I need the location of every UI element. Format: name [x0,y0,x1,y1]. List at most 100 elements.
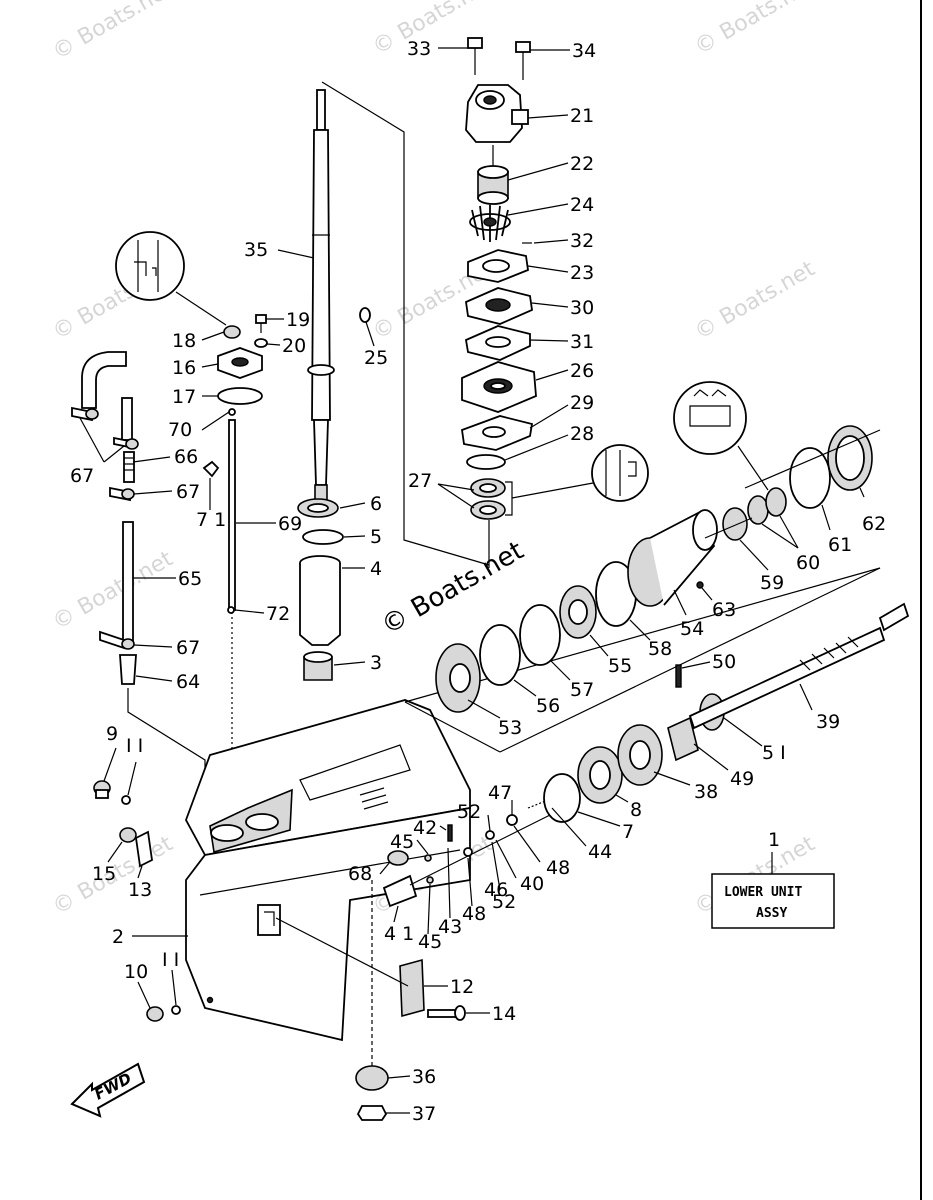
circlip-70 [228,408,236,416]
dog-clutch-49 [667,716,699,762]
callout-49: 49 [730,768,754,790]
callout-68: 68 [348,863,372,885]
callout-10: 10 [124,961,148,983]
forward-arrow: FWD [70,1062,146,1118]
pin-50 [675,664,682,688]
callout-26: 26 [570,360,594,382]
propeller-shaft-39 [688,602,910,730]
callout-11: I I [126,735,143,757]
nut-37 [356,1105,388,1121]
hose-clip-67b [113,436,139,450]
shift-rod-69 [228,419,236,611]
callout-2: 2 [112,926,124,948]
forward-gear-38 [617,724,663,786]
callout-37: 37 [412,1103,436,1125]
callout-6: 6 [370,493,382,515]
bolt-14 [427,1005,466,1021]
washer-20 [254,338,268,348]
callout-40: 40 [520,873,544,895]
callout-16: 16 [172,357,196,379]
callout-65: 65 [178,568,202,590]
watermark: © Boats.net [691,0,820,60]
watermark: © Boats.net [369,0,498,60]
joint-66 [123,451,135,483]
impeller-24 [469,205,511,242]
callout-35: 35 [244,239,268,261]
callout-58: 58 [648,638,672,660]
watermark: © Boats.net [49,546,178,635]
callout-43: 43 [438,916,462,938]
callout-42: 42 [413,817,437,839]
spring-48 [463,847,473,857]
callout-36: 36 [412,1066,436,1088]
grommet-71 [202,460,220,478]
zinc-anode-13 [135,830,153,868]
callout-labels: 33 34 21 22 24 32 23 30 31 26 29 28 27 3… [70,38,886,1125]
gasket-11a [121,795,131,805]
callout-15: 15 [92,863,116,885]
callout-47: 47 [488,782,512,804]
hose-clip-67d [99,630,135,650]
oil-seal-60b [765,487,787,517]
callout-32: 32 [570,230,594,252]
assembly-line-1: LOWER UNIT [724,885,802,900]
callout-34: 34 [572,40,596,62]
oil-seal-60a [747,495,769,525]
callout-45: 45 [418,931,442,953]
claw-washer-61 [789,447,831,509]
reverse-gear-53 [435,643,481,713]
callout-61: 61 [828,534,852,556]
pump-housing-21 [465,84,529,143]
callout-45: 45 [390,831,414,853]
lower-case-2 [185,699,471,1042]
callout-31: 31 [570,331,594,353]
clip-detail-inset [115,231,185,301]
pin-63 [696,581,704,589]
callout-17: 17 [172,386,196,408]
assembly-line-2: ASSY [756,906,787,921]
callout-70: 70 [168,419,192,441]
bearing-6 [297,498,339,518]
trim-tab-12 [399,958,425,1018]
gasket-23 [467,249,529,283]
callout-46: 46 [484,879,508,901]
callout-44: 44 [588,841,612,863]
callout-67: 67 [176,481,200,503]
assembly-label: 1 LOWER UNIT ASSY [711,829,835,929]
o-ring-28 [466,454,506,470]
callout-24: 24 [570,194,594,216]
callout-48: 48 [462,903,486,925]
callout-55: 55 [608,655,632,677]
callout-14: 14 [492,1003,516,1025]
shim-56 [479,624,521,686]
water-hose [81,351,133,441]
callout-72: 72 [266,603,290,625]
callout-52: 52 [457,801,481,823]
pump-case-26 [461,361,537,413]
key-25 [359,307,371,323]
callout-53: 53 [498,717,522,739]
callout-27: 27 [408,470,432,492]
callout-25: 25 [364,347,388,369]
bolt-34 [515,41,531,80]
callout-29: 29 [570,392,594,414]
bolt-19 [255,314,267,333]
callout-71: 7 1 [196,509,226,531]
callout-23: 23 [570,262,594,284]
hose-clip-67a [71,406,99,422]
callout-19: 19 [286,309,310,331]
needle-bearing-59 [722,507,748,541]
ball-45 [424,854,432,862]
bearing-8 [577,746,623,804]
callout-54: 54 [680,618,704,640]
callout-3: 3 [370,652,382,674]
ring-nut-62 [827,425,873,491]
callout-69: 69 [278,513,302,535]
callout-13: 13 [128,879,152,901]
callout-18: 18 [172,330,196,352]
seal-detail-inset-2 [673,381,747,455]
callout-39: 39 [816,711,840,733]
callout-59: 59 [760,572,784,594]
callout-64: 64 [176,671,200,693]
callout-12: 12 [450,976,474,998]
